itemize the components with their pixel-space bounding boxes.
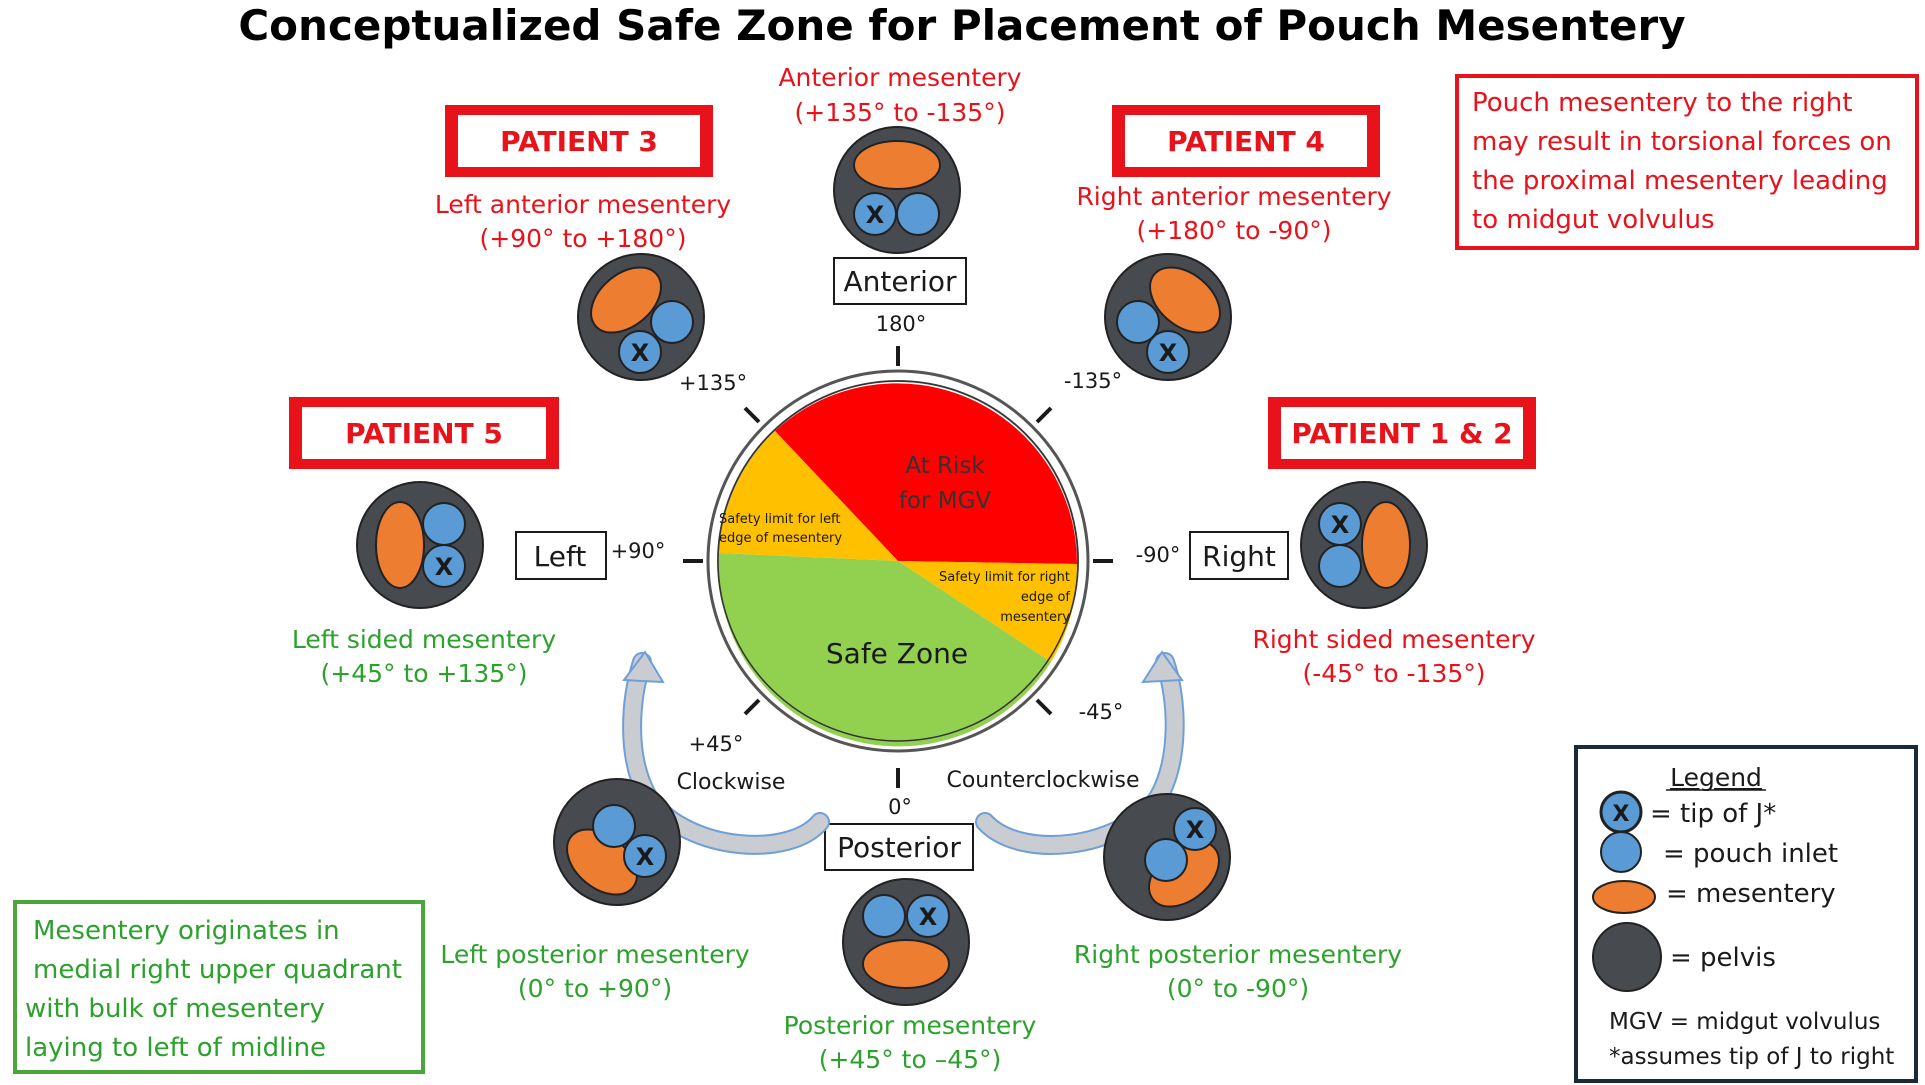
safe-zone — [718, 553, 1051, 747]
legend-inlet-icon — [1600, 831, 1642, 873]
right-posterior-position-range: (0° to -90°) — [1167, 974, 1309, 1003]
left-limit-zone — [719, 431, 898, 561]
svg-text:to midgut volvulus: to midgut volvulus — [1472, 205, 1715, 235]
tick-label-180: 180° — [876, 312, 927, 336]
patient-3-label: PATIENT 3 — [445, 105, 713, 177]
safe-zone-label: Safe Zone — [826, 637, 968, 670]
tick-label-minus-135: -135° — [1064, 369, 1122, 393]
right-position-range: (-45° to -135°) — [1302, 659, 1485, 688]
counterclockwise-label: Counterclockwise — [946, 768, 1139, 793]
svg-text:X: X — [631, 339, 650, 367]
svg-text:medial right upper quadrant: medial right upper quadrant — [33, 955, 402, 985]
left-axis-label: Left — [534, 540, 587, 573]
legend-mgv-text: MGV = midgut volvulus — [1609, 1009, 1880, 1035]
right-axis-label: Right — [1202, 540, 1276, 573]
dial: At Risk for MGV Safe Zone Safety limit f… — [515, 257, 1289, 871]
legend: Legend X = tip of J* = pouch inlet = mes… — [1574, 745, 1918, 1083]
legend-pelvis-icon — [1592, 922, 1662, 992]
svg-text:with bulk of mesentery: with bulk of mesentery — [25, 994, 325, 1024]
svg-text:X: X — [1331, 511, 1350, 539]
right-limit-zone — [898, 561, 1078, 662]
svg-text:X: X — [866, 201, 885, 229]
patient-5-label: PATIENT 5 — [289, 397, 559, 469]
svg-text:PATIENT 3: PATIENT 3 — [500, 125, 658, 158]
svg-text:X: X — [1186, 816, 1205, 844]
pelvis-icon-left-posterior: X — [553, 778, 681, 906]
tick-label-minus-45: -45° — [1079, 700, 1124, 724]
warning-note: Pouch mesentery to the right may result … — [1455, 74, 1919, 250]
patient-4-label: PATIENT 4 — [1112, 105, 1380, 177]
left-position-range: (+45° to +135°) — [321, 659, 528, 688]
right-position-name: Right sided mesentery — [1252, 625, 1535, 654]
left-limit-label-line1: Safety limit for left — [719, 512, 841, 527]
left-anterior-position-range: (+90° to +180°) — [480, 224, 687, 253]
legend-pelvis-text: = pelvis — [1670, 943, 1776, 973]
svg-text:PATIENT 1 & 2: PATIENT 1 & 2 — [1291, 417, 1512, 450]
tick-label-plus-135: +135° — [679, 371, 747, 395]
right-limit-label-line1: Safety limit for right — [939, 570, 1070, 585]
tick-label-plus-90: +90° — [611, 539, 666, 563]
tick-label-minus-90: -90° — [1136, 543, 1181, 567]
anterior-axis-label: Anterior — [843, 265, 957, 298]
left-posterior-position-range: (0° to +90°) — [518, 974, 672, 1003]
right-limit-label-line3: mesentery — [1000, 610, 1070, 625]
legend-mesentery-icon — [1592, 880, 1656, 914]
clockwise-label: Clockwise — [677, 770, 786, 795]
tick-label-0: 0° — [888, 795, 912, 819]
left-limit-label-line2: edge of mesentery — [719, 531, 842, 546]
svg-text:may result in torsional forces: may result in torsional forces on — [1472, 127, 1892, 157]
anterior-position-range: (+135° to -135°) — [795, 98, 1006, 127]
tick-label-plus-45: +45° — [689, 732, 744, 756]
svg-text:Mesentery originates in: Mesentery originates in — [33, 916, 340, 946]
pelvis-icon-left: X — [356, 481, 484, 609]
right-anterior-position-name: Right anterior mesentery — [1076, 182, 1391, 211]
posterior-position-range: (+45° to –45°) — [819, 1045, 1002, 1074]
svg-text:PATIENT 5: PATIENT 5 — [345, 417, 503, 450]
legend-tip-text: = tip of J* — [1650, 799, 1776, 829]
risk-label-line1: At Risk — [905, 453, 985, 479]
svg-text:the proximal mesentery leading: the proximal mesentery leading — [1472, 166, 1888, 196]
legend-title: Legend — [1670, 763, 1762, 792]
legend-mesentery-text: = mesentery — [1666, 879, 1836, 909]
origin-note: Mesentery originates in medial right upp… — [13, 900, 425, 1074]
pelvis-icon-right-posterior: X — [1103, 793, 1231, 921]
left-posterior-position-name: Left posterior mesentery — [440, 940, 750, 969]
right-limit-label-line2: edge of — [1021, 590, 1071, 605]
svg-text:X: X — [919, 903, 938, 931]
svg-text:PATIENT 4: PATIENT 4 — [1167, 125, 1325, 158]
svg-text:X: X — [1613, 802, 1630, 827]
svg-text:X: X — [435, 553, 454, 581]
svg-text:X: X — [1159, 339, 1178, 367]
right-posterior-position-name: Right posterior mesentery — [1074, 940, 1402, 969]
anterior-position-name: Anterior mesentery — [778, 63, 1021, 92]
left-position-name: Left sided mesentery — [292, 625, 556, 654]
svg-text:laying to left of midline: laying to left of midline — [25, 1033, 326, 1063]
pelvis-icon-left-anterior: X — [577, 253, 705, 381]
risk-label-line2: for MGV — [899, 488, 992, 514]
svg-text:X: X — [636, 843, 655, 871]
diagram-title: Conceptualized Safe Zone for Placement o… — [238, 1, 1685, 50]
dial-ticks — [683, 346, 1113, 788]
pelvis-icon-right: X — [1300, 481, 1428, 609]
patient-1-2-label: PATIENT 1 & 2 — [1268, 397, 1536, 469]
svg-text:Pouch mesentery to the right: Pouch mesentery to the right — [1472, 88, 1852, 118]
risk-zone — [775, 383, 1078, 564]
posterior-axis-label: Posterior — [837, 831, 961, 864]
legend-assumes-text: *assumes tip of J to right — [1609, 1044, 1894, 1070]
pelvis-icon-right-anterior: X — [1104, 253, 1232, 381]
legend-inlet-text: = pouch inlet — [1663, 839, 1838, 869]
left-anterior-position-name: Left anterior mesentery — [435, 190, 732, 219]
right-anterior-position-range: (+180° to -90°) — [1137, 216, 1332, 245]
pelvis-icon-posterior: X — [842, 878, 970, 1006]
posterior-position-name: Posterior mesentery — [784, 1011, 1037, 1040]
pelvis-icon-anterior: X — [833, 126, 961, 254]
